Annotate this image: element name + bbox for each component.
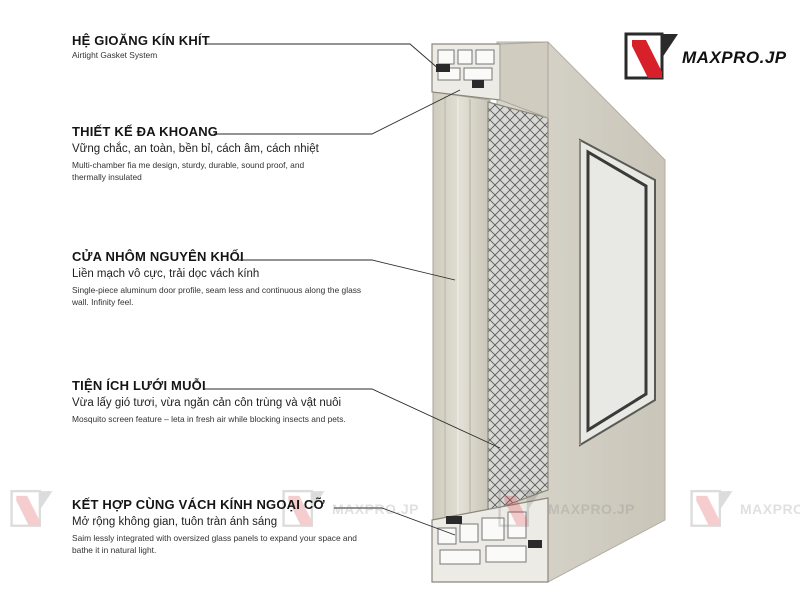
watermark-logo-icon xyxy=(498,489,541,527)
watermark-logo: MAXPRO.JP xyxy=(282,488,452,532)
leader-line-profile xyxy=(238,259,456,281)
feature-title: TIỆN ÍCH LƯỚI MUỖI xyxy=(72,378,206,393)
leader-line-gasket xyxy=(205,43,441,71)
watermark-logo-icon xyxy=(282,489,325,527)
leader-lines xyxy=(204,43,501,536)
watermark-text: MAXPRO.JP xyxy=(548,501,635,517)
watermark-text: MAXPRO.JP xyxy=(332,501,419,517)
bottom-profile-section xyxy=(431,497,549,583)
feature-description: Multi-chamber fia me design, sturdy, dur… xyxy=(72,160,305,182)
feature-description: Saim lessly integrated with oversized gl… xyxy=(72,533,357,555)
brand-logo: MAXPRO.JP xyxy=(624,32,794,84)
feature-title: CỬA NHÔM NGUYÊN KHỐI xyxy=(72,249,244,264)
watermark-logo-icon xyxy=(690,489,733,527)
top-profile-section xyxy=(431,41,549,119)
feature-subtitle: Vừa lấy gió tươi, vừa ngăn cản côn trùng… xyxy=(72,397,342,409)
brand-name: MAXPRO.JP xyxy=(682,48,787,67)
feature-mosquito-screen: TIỆN ÍCH LƯỚI MUỖI Vừa lấy gió tươi, vừa… xyxy=(72,378,402,426)
feature-description: Single-piece aluminum door profile, seam… xyxy=(72,285,362,307)
feature-description: Mosquito screen feature – leta in fresh … xyxy=(72,414,346,424)
feature-multichamber: THIẾT KẾ ĐA KHOANG Vững chắc, an toàn, b… xyxy=(72,124,402,183)
feature-subtitle: Mở rộng không gian, tuôn tràn ánh sáng xyxy=(72,516,278,528)
leader-line-glass xyxy=(334,507,456,536)
feature-single-piece-profile: CỬA NHÔM NGUYÊN KHỐI Liền mạch vô cực, t… xyxy=(72,249,402,308)
feature-gasket: HỆ GIOĂNG KÍN KHÍT Airtight Gasket Syste… xyxy=(72,33,402,62)
feature-subtitle: Liền mạch vô cực, trải dọc vách kính xyxy=(72,268,260,280)
watermark-logo: MAXPRO.JP xyxy=(690,488,800,532)
feature-title: THIẾT KẾ ĐA KHOANG xyxy=(72,124,219,139)
watermark-logo: MAXPRO.JP xyxy=(498,488,668,532)
sash-profile xyxy=(432,91,491,531)
maxpro-logo-icon xyxy=(624,32,678,80)
glass-inner-bead xyxy=(586,149,648,433)
leader-line-multichamber xyxy=(214,89,461,135)
feature-title: HỆ GIOĂNG KÍN KHÍT xyxy=(72,33,210,48)
feature-oversized-glass: KẾT HỢP CÙNG VÁCH KÍNH NGOẠI CỠ Mở rộng … xyxy=(72,497,402,556)
feature-description: Airtight Gasket System xyxy=(72,50,158,60)
watermark-text: MAXPRO.JP xyxy=(740,501,800,517)
leader-line-screen xyxy=(204,388,501,449)
feature-subtitle: Vững chắc, an toàn, bền bỉ, cách âm, các… xyxy=(72,143,319,155)
watermark-logo xyxy=(10,488,160,532)
watermark-logo-icon xyxy=(10,489,53,527)
feature-title: KẾT HỢP CÙNG VÁCH KÍNH NGOẠI CỠ xyxy=(72,497,325,512)
